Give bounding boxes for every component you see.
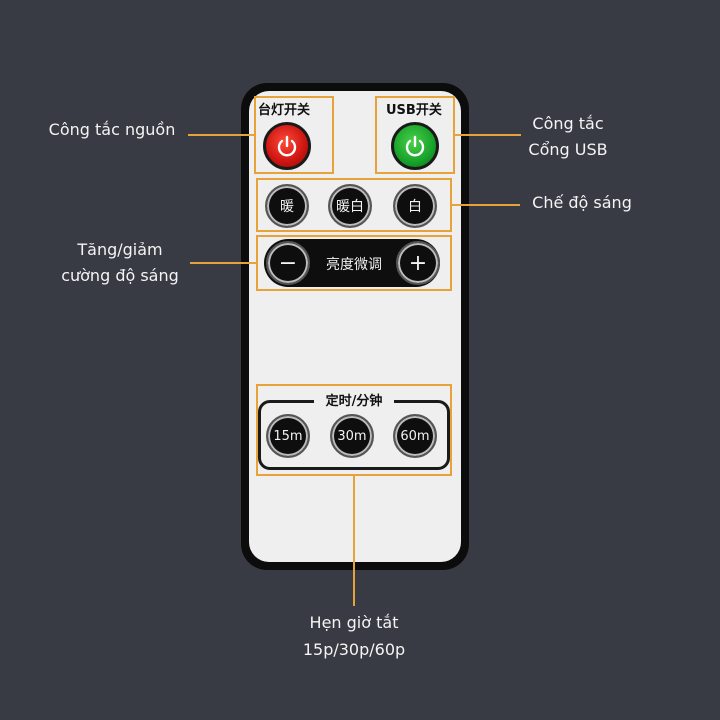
timer-annotation-line2: 15p/30p/60p: [302, 640, 406, 659]
power-section-box: [254, 96, 334, 174]
timer-annotation-line1: Hẹn giờ tắt: [309, 613, 399, 632]
timer-30m-button[interactable]: 30m: [330, 414, 374, 458]
power-button[interactable]: [263, 122, 311, 170]
mode-annotation: Chế độ sáng: [532, 193, 632, 212]
mode-leader-line: [452, 204, 520, 206]
usb-section-box: [375, 96, 455, 174]
power-switch-label: 台灯开关: [258, 103, 311, 118]
warm-white-mode-button[interactable]: 暖白: [328, 184, 372, 228]
brightness-leader-line: [190, 262, 256, 264]
brightness-decrease-button[interactable]: −: [266, 241, 310, 285]
power-icon: [405, 135, 425, 157]
timer-15m-button[interactable]: 15m: [266, 414, 310, 458]
usb-button[interactable]: [391, 122, 439, 170]
mode-section-box: [256, 178, 452, 232]
timer-section-box: [256, 384, 452, 476]
warm-mode-button[interactable]: 暖: [265, 184, 309, 228]
power-leader-line: [188, 134, 254, 136]
usb-annotation-line2: Cổng USB: [528, 140, 608, 159]
timer-60m-button[interactable]: 60m: [393, 414, 437, 458]
usb-annotation-line1: Công tắc: [532, 114, 604, 133]
usb-leader-line: [455, 134, 521, 136]
brightness-section-box: [256, 235, 452, 291]
usb-switch-label: USB开关: [386, 103, 442, 118]
brightness-increase-button[interactable]: +: [396, 241, 440, 285]
brightness-label: 亮度微调: [326, 257, 382, 273]
power-annotation: Công tắc nguồn: [48, 120, 176, 139]
power-icon: [277, 135, 297, 157]
brightness-annotation-line2: cường độ sáng: [61, 266, 179, 285]
timer-title: 定时/分钟: [314, 390, 394, 410]
brightness-annotation-line1: Tăng/giảm: [77, 240, 163, 259]
timer-leader-line: [353, 476, 355, 606]
white-mode-button[interactable]: 白: [393, 184, 437, 228]
